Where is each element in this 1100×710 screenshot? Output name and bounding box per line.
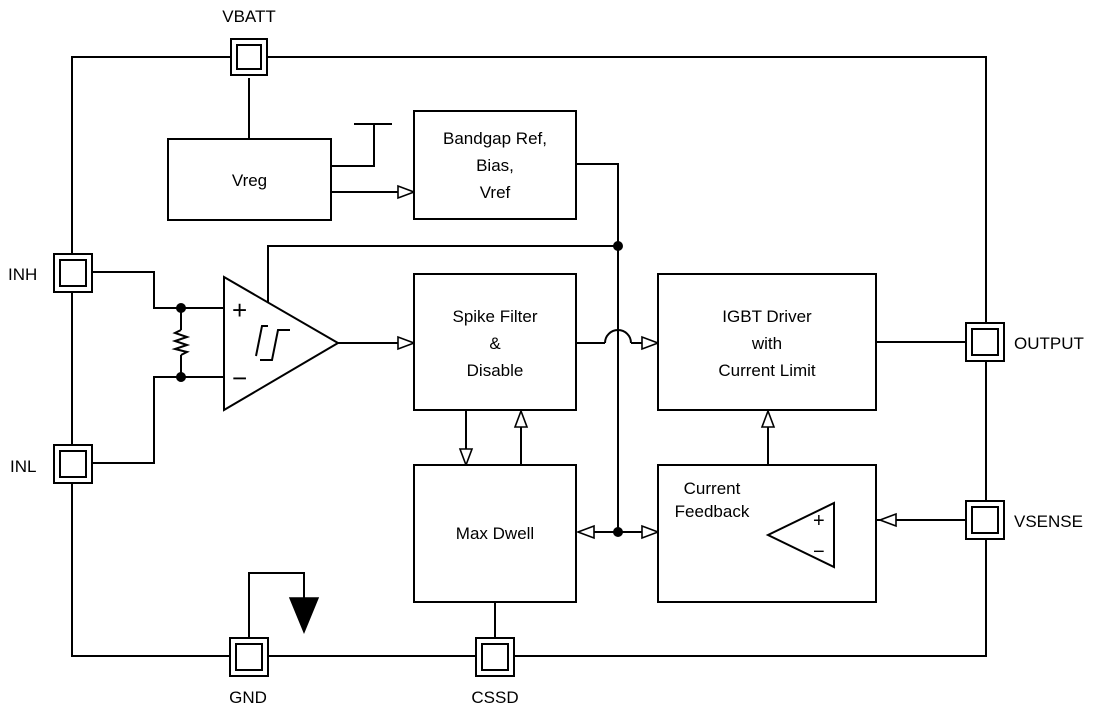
arrow-to-spike-filter (397, 335, 417, 351)
block-bandgap: Bandgap Ref, Bias, Vref (413, 110, 577, 220)
bandgap-label-line3: Vref (480, 183, 511, 202)
pin-inl-label: INL (10, 457, 36, 476)
block-current-feedback: Current Feedback (657, 464, 877, 603)
pin-gnd: GND (229, 637, 269, 707)
igbt-driver-label-line3: Current Limit (718, 361, 816, 380)
opamp-plus-sign: + (813, 510, 825, 532)
current-feedback-label-line2: Feedback (675, 502, 750, 521)
arrowheads (288, 184, 897, 634)
vreg-label: Vreg (232, 171, 267, 190)
hysteresis-icon (255, 325, 268, 357)
block-max-dwell: Max Dwell (413, 464, 577, 603)
arrow-to-opamp-plus (877, 512, 897, 528)
spike-filter-label-line1: Spike Filter (452, 307, 537, 326)
pin-inh: INH (8, 253, 93, 293)
arrow-to-current-feedback (641, 524, 661, 540)
current-feedback-label-line1: Current (684, 479, 741, 498)
opamp: + − (765, 501, 835, 569)
arrow-opamp-to-driver (760, 408, 776, 428)
igbt-driver-label-line1: IGBT Driver (722, 307, 812, 326)
pin-output: OUTPUT (965, 322, 1084, 362)
junction-dot (176, 372, 186, 382)
arrow-to-spike-filter-up (513, 408, 529, 428)
comparator-plus-sign: + (232, 295, 247, 325)
pin-vsense-label: VSENSE (1014, 512, 1083, 531)
arrow-to-bandgap (397, 184, 417, 200)
pin-inh-label: INH (8, 265, 37, 284)
bandgap-label-line2: Bias, (476, 156, 514, 175)
pin-gnd-label: GND (229, 688, 267, 707)
resistor (171, 329, 191, 356)
junction-dot (613, 241, 623, 251)
pin-vsense: VSENSE (965, 500, 1083, 540)
pin-vbatt: VBATT (222, 7, 276, 76)
arrow-to-max-dwell (458, 448, 474, 468)
arrow-into-max-dwell (575, 524, 595, 540)
hysteresis-icon (260, 329, 290, 361)
block-igbt-driver: IGBT Driver with Current Limit (657, 273, 877, 411)
igbt-driver-label-line2: with (751, 334, 782, 353)
ground-triangle (288, 597, 320, 634)
bandgap-label-line1: Bandgap Ref, (443, 129, 547, 148)
pin-output-label: OUTPUT (1014, 334, 1084, 353)
junction-dot (176, 303, 186, 313)
pin-vbatt-label: VBATT (222, 7, 276, 26)
block-spike-filter: Spike Filter & Disable (413, 273, 577, 411)
block-vreg: Vreg (167, 138, 332, 221)
junctions (176, 241, 623, 537)
opamp-minus-sign: − (813, 541, 825, 563)
junction-dot (613, 527, 623, 537)
comparator: + − (223, 275, 340, 412)
comparator-minus-sign: − (232, 363, 247, 393)
max-dwell-label: Max Dwell (456, 524, 534, 543)
arrow-to-igbt-driver (641, 335, 661, 351)
pin-cssd: CSSD (471, 637, 519, 707)
pin-cssd-label: CSSD (471, 688, 518, 707)
spike-filter-label-line3: Disable (467, 361, 524, 380)
spike-filter-label-line2: & (489, 334, 501, 353)
pin-inl: INL (10, 444, 93, 484)
